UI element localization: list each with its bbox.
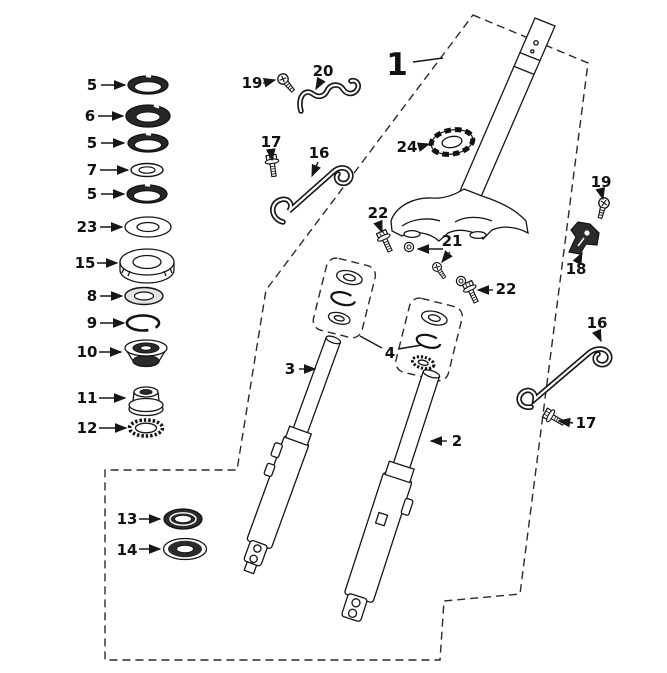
part-label-14: 14 — [117, 541, 138, 559]
part-label-22a: 22 — [368, 204, 389, 222]
part-label-24: 24 — [397, 138, 418, 156]
part-4-seal-kit-right — [395, 297, 463, 382]
part-label-10: 10 — [77, 343, 98, 361]
part-6-bearing-race — [124, 103, 172, 129]
part-21-screw — [430, 260, 449, 281]
part-13-oil-seal — [163, 508, 203, 530]
part-19-screw-right — [594, 195, 612, 220]
part-label-13: 13 — [117, 510, 138, 528]
part-label-19b: 19 — [591, 173, 612, 191]
part-22-bolt-left — [374, 228, 397, 255]
part-label-4: 4 — [385, 344, 395, 362]
part-label-7: 7 — [87, 161, 97, 179]
part-9-snap-ring — [125, 314, 161, 332]
leader-lines — [97, 57, 606, 554]
steering-stem — [459, 17, 556, 200]
part-label-8: 8 — [87, 287, 97, 305]
part-label-12: 12 — [77, 419, 98, 437]
part-label-18: 18 — [566, 260, 587, 278]
part-7-washer — [130, 162, 164, 178]
part-20-spring-clip — [297, 77, 361, 114]
part-label-5c: 5 — [87, 185, 97, 203]
fork-leg-right — [341, 369, 441, 622]
part-label-22b: 22 — [496, 280, 517, 298]
part-16-spring-hook-left — [270, 165, 354, 225]
part-label-21: 21 — [442, 232, 463, 250]
part-8-washer — [124, 286, 164, 306]
part-23-washer — [124, 216, 172, 238]
fork-leg-left — [243, 335, 342, 575]
part-label-23: 23 — [77, 218, 98, 236]
part-label-17b: 17 — [576, 414, 597, 432]
part-label-11: 11 — [77, 389, 98, 407]
figure-label-1: 1 — [386, 47, 408, 83]
part-15-bearing — [119, 248, 175, 284]
part-18-bracket — [568, 221, 600, 255]
part-label-3: 3 — [285, 360, 295, 378]
part-5-seal-mid — [126, 132, 170, 154]
part-5-seal-low — [125, 183, 169, 205]
part-5-seal-top — [126, 74, 170, 96]
part-12-serrated-washer — [127, 418, 165, 438]
part-label-2: 2 — [452, 432, 462, 450]
part-label-15: 15 — [75, 254, 96, 272]
part-17-bolt-right — [540, 406, 568, 430]
part-labels: 5 6 5 7 5 23 15 8 9 10 11 12 13 14 19 20… — [75, 47, 612, 559]
part-19-screw-left — [275, 71, 298, 95]
part-10-dust-cover — [124, 339, 168, 368]
fork-crown — [390, 188, 529, 242]
part-24-castellated-nut — [428, 127, 476, 157]
part-label-5a: 5 — [87, 76, 97, 94]
assembly-boundary — [104, 14, 589, 661]
part-21-washer-a — [403, 241, 415, 253]
part-11-bearing-cup — [128, 386, 164, 417]
part-label-19a: 19 — [242, 74, 263, 92]
part-14-washer — [162, 537, 208, 561]
part-label-9: 9 — [87, 314, 97, 332]
part-16-spring-hook-right — [516, 346, 613, 410]
part-label-5b: 5 — [87, 134, 97, 152]
part-label-6: 6 — [85, 107, 95, 125]
part-label-16b: 16 — [587, 314, 608, 332]
part-4-seal-kit-left — [312, 257, 377, 339]
part-label-16a: 16 — [309, 144, 330, 162]
part-label-17a: 17 — [261, 133, 282, 151]
part-label-20: 20 — [313, 62, 334, 80]
part-17-bolt-left — [263, 153, 282, 178]
part-22-bolt-right — [460, 279, 483, 306]
